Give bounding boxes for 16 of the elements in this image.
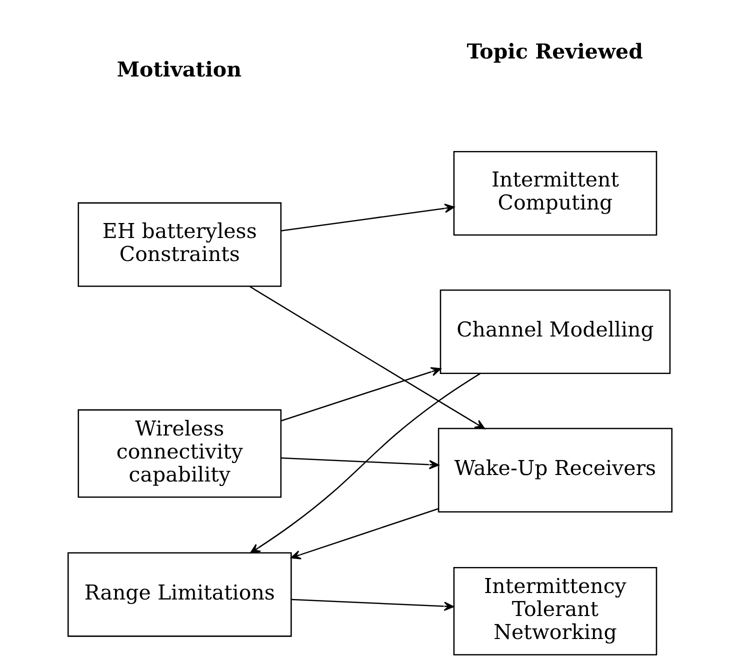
node-box: Intermittency Tolerant Networking bbox=[452, 566, 657, 656]
arrow bbox=[280, 204, 454, 232]
label: Motivation bbox=[116, 57, 241, 82]
label: Topic Reviewed bbox=[466, 39, 642, 64]
node-box: Range Limitations bbox=[66, 552, 292, 637]
arrow bbox=[280, 457, 439, 470]
arrow bbox=[290, 508, 438, 560]
node-box: Wireless connectivity capability bbox=[77, 409, 282, 498]
node-box: EH batteryless Constraints bbox=[77, 202, 282, 287]
arrow bbox=[280, 367, 441, 422]
arrow bbox=[290, 598, 454, 611]
arrow bbox=[250, 373, 480, 554]
node-box: Wake-Up Receivers bbox=[437, 428, 672, 512]
arrow bbox=[248, 286, 484, 430]
node-box: Channel Modelling bbox=[439, 289, 670, 374]
node-box: Intermittent Computing bbox=[452, 151, 657, 236]
